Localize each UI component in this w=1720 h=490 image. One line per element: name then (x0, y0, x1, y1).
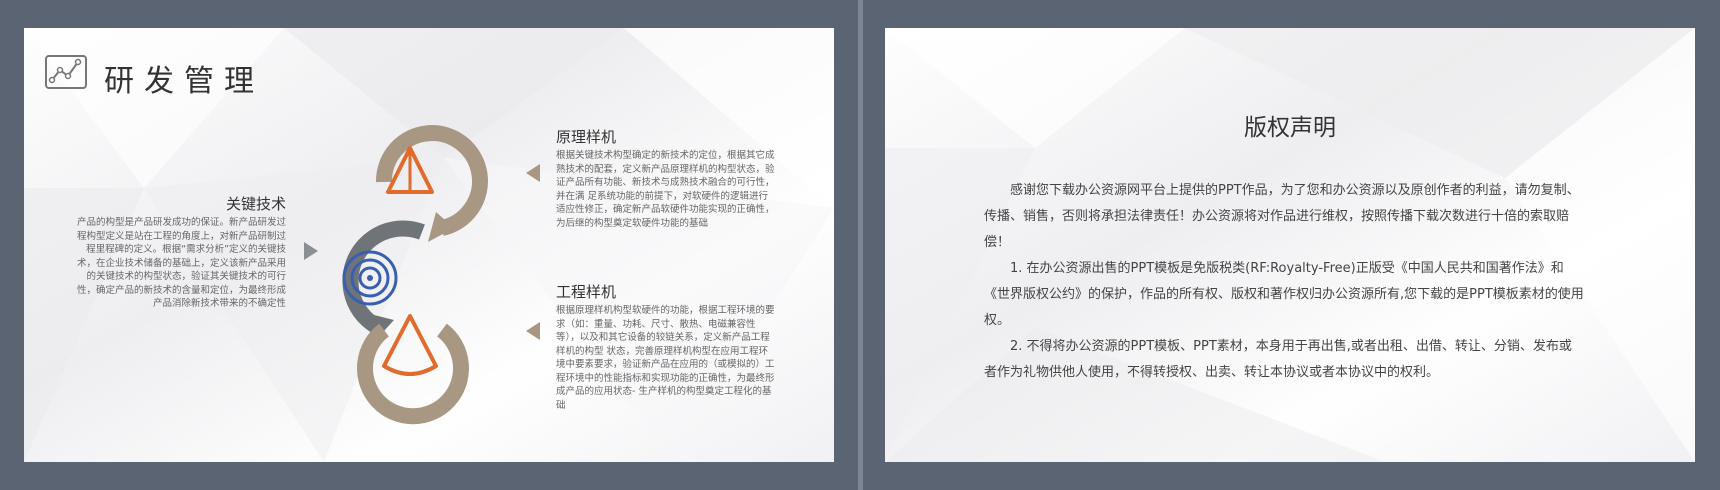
engineering-text: 根据原理样机构型软硬件的功能，根据工程环境的要求（如：重量、功耗、尺寸、散热、电… (556, 305, 775, 411)
bottom-ring (357, 314, 469, 425)
copyright-paragraph: 感谢您下载办公资源网平台上提供的PPT作品，为了您和办公资源以及原创作者的利益，… (984, 183, 1580, 250)
copyright-title: 版权声明 (1244, 115, 1336, 141)
slide-rd-management[interactable]: 研发管理 关键技术 产品的构型是产品研发成功的保证。新产品研发过程构型定义是站在… (24, 28, 834, 462)
principle-text: 根据关键技术构型确定的新技术的定位，根据其它成熟技术的配套，定义新产品原理样机的… (556, 150, 775, 229)
triangle-left-icon (526, 164, 540, 182)
key-tech-text: 产品的构型是产品研发成功的保证。新产品研发过程构型定义是站在工程的角度上，对新产… (76, 217, 286, 309)
engineering-heading: 工程样机 (556, 283, 617, 301)
slide-divider (858, 0, 863, 490)
principle-heading: 原理样机 (556, 128, 617, 146)
background-polygons (885, 28, 1695, 462)
process-cycle-diagram (342, 125, 488, 425)
copyright-paragraph: 2. 不得将办公资源的PPT模板、PPT素材，本身用于再出售,或者出租、出借、转… (984, 339, 1572, 380)
key-tech-heading: 关键技术 (225, 195, 286, 213)
triangle-left-icon (526, 322, 540, 340)
middle-ring (342, 220, 425, 342)
copyright-paragraph: 1. 在办公资源出售的PPT模板是免版税类(RF:Royalty-Free)正版… (984, 261, 1584, 328)
top-ring (375, 125, 488, 242)
copyright-body: 感谢您下载办公资源网平台上提供的PPT作品，为了您和办公资源以及原创作者的利益，… (984, 178, 1584, 386)
slide-copyright[interactable]: 版权声明 感谢您下载办公资源网平台上提供的PPT作品，为了您和办公资源以及原创作… (885, 28, 1695, 462)
triangle-right-icon (304, 242, 318, 260)
chart-line-icon (45, 55, 87, 89)
slide-title: 研发管理 (104, 64, 264, 99)
